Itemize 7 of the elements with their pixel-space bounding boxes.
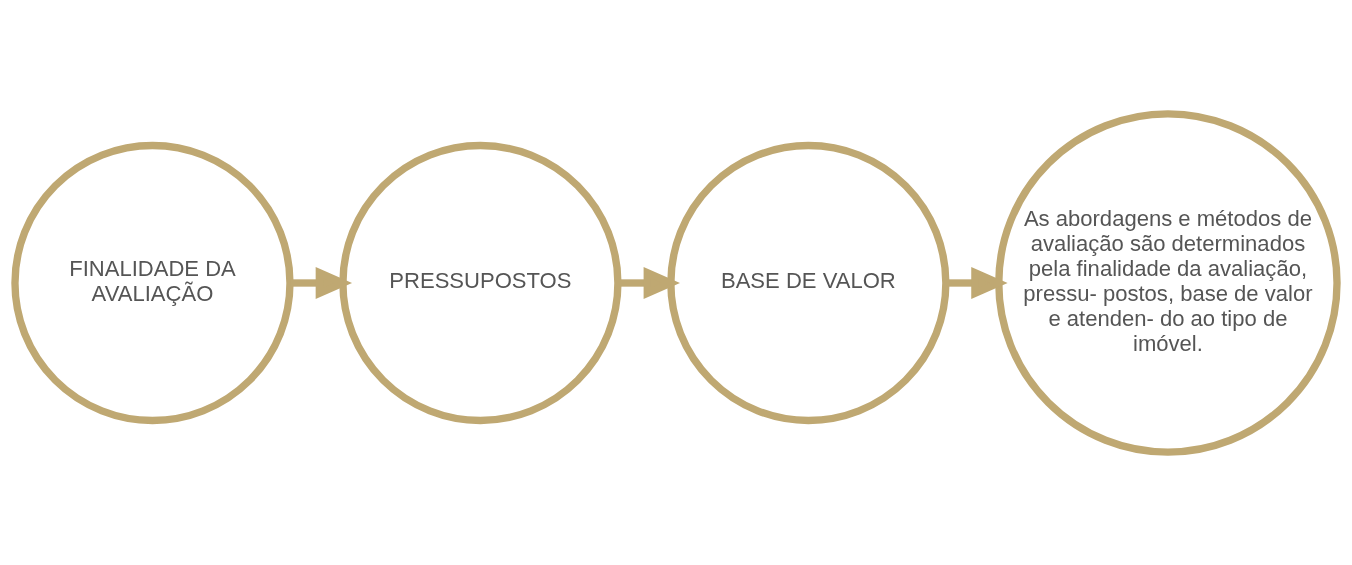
node-circle: BASE DE VALOR bbox=[667, 141, 950, 424]
node-circle: As abordagens e métodos de avaliação são determinados pela finalidade da avaliação, pressu- postos, base de valor e atenden- do ao tipo de imóvel. bbox=[995, 109, 1341, 456]
arrow bbox=[618, 266, 680, 299]
arrow bbox=[946, 266, 1008, 299]
node-circle: FINALIDADE DA AVALIAÇÃO bbox=[11, 141, 294, 424]
arrow bbox=[290, 266, 353, 299]
node-circle: PRESSUPOSTOS bbox=[339, 141, 622, 424]
